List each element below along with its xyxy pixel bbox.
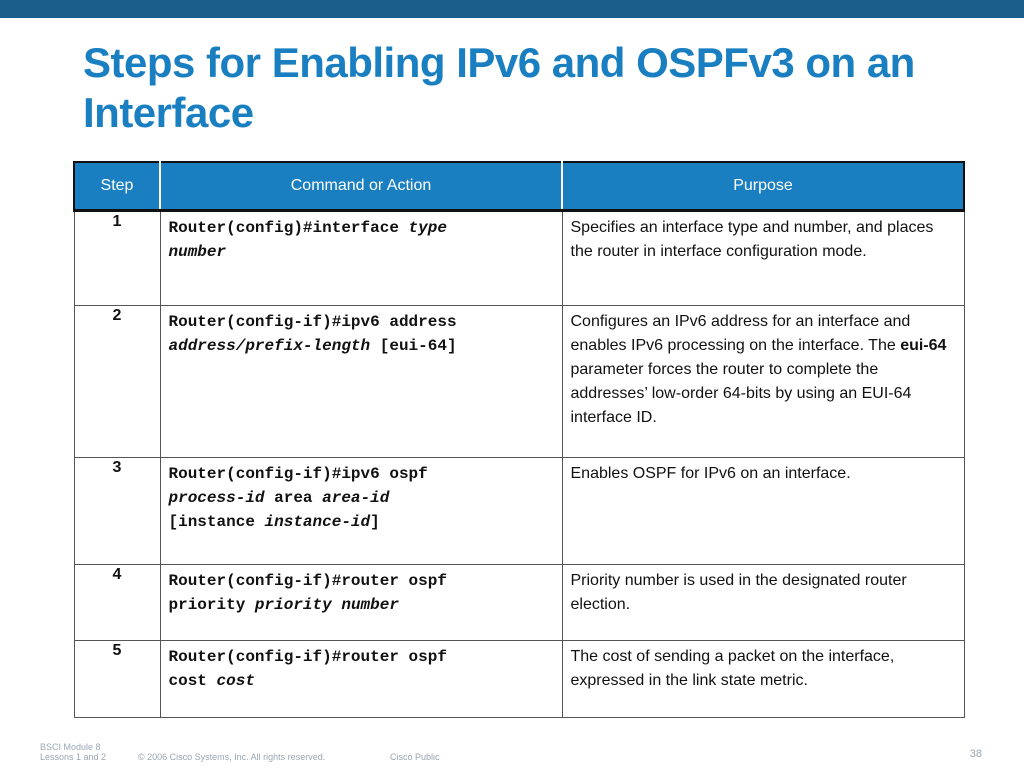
command-parameter: cost	[216, 672, 255, 690]
purpose-text: Enables OSPF for IPv6 on an interface.	[570, 465, 851, 482]
command-parameter: address/prefix-length	[168, 337, 371, 355]
table-row: 4 Router(config-if)#router ospf priority p…	[73, 564, 965, 641]
step-number: 2	[73, 305, 161, 458]
step-number: 3	[73, 457, 161, 565]
step-number: 4	[73, 564, 161, 641]
command-text: area	[264, 489, 323, 507]
purpose-text: parameter forces the router to complete …	[570, 361, 912, 426]
command-text: Router(config-if)#router ospf	[168, 648, 447, 666]
command-text: Router(config-if)#ipv6 address	[168, 313, 457, 331]
footer-module-line1: BSCI Module 8	[40, 742, 101, 752]
command-cell: Router(config-if)#router ospf cost cost	[159, 640, 563, 718]
table-row: 1 Router(config)#interface type number Spec…	[73, 210, 965, 306]
command-text: Router(config-if)#ipv6 ospf	[168, 465, 428, 483]
purpose-text: The cost of sending a packet on the inte…	[570, 648, 895, 689]
command-text: priority	[168, 596, 255, 614]
command-text: [instance	[168, 513, 265, 531]
command-parameter: area-id	[322, 489, 390, 507]
command-parameter: process-id	[168, 489, 265, 507]
command-cell: Router(config-if)#ipv6 ospf process-id ar…	[159, 457, 563, 565]
footer-module: BSCI Module 8 Lessons 1 and 2	[40, 742, 106, 762]
header-step: Step	[73, 161, 161, 212]
table-row: 3 Router(config-if)#ipv6 ospf process-id a…	[73, 457, 965, 565]
command-parameter: number	[168, 243, 227, 261]
purpose-text: Configures an IPv6 address for an interf…	[570, 313, 911, 354]
purpose-text: Priority number is used in the designate…	[570, 572, 907, 613]
purpose-keyword: eui-64	[900, 337, 947, 354]
footer-module-line2: Lessons 1 and 2	[40, 752, 107, 762]
purpose-cell: Priority number is used in the designate…	[561, 564, 965, 641]
command-parameter: priority number	[254, 596, 399, 614]
command-parameter: instance-id	[264, 513, 371, 531]
command-cell: Router(config)#interface type number	[159, 210, 563, 306]
header-command: Command or Action	[159, 161, 563, 212]
command-cell: Router(config-if)#router ospf priority pr…	[159, 564, 563, 641]
footer-copyright: © 2006 Cisco Systems, Inc. All rights re…	[138, 752, 326, 762]
command-text: cost	[168, 672, 217, 690]
page-number: 38	[969, 748, 982, 760]
footer-classification: Cisco Public	[390, 752, 440, 762]
top-banner	[0, 0, 1024, 18]
command-text: ]	[370, 513, 380, 531]
table-header: Step Command or Action Purpose	[73, 161, 965, 212]
purpose-cell: Enables OSPF for IPv6 on an interface.	[561, 457, 965, 565]
command-text: [eui-64]	[370, 337, 457, 355]
purpose-cell: The cost of sending a packet on the inte…	[561, 640, 965, 718]
purpose-cell: Specifies an interface type and number, …	[561, 210, 965, 306]
command-text: Router(config-if)#router ospf	[168, 572, 447, 590]
purpose-text: Specifies an interface type and number, …	[570, 219, 934, 260]
header-purpose: Purpose	[561, 161, 965, 212]
slide-title: Steps for Enabling IPv6 and OSPFv3 on an…	[83, 39, 915, 136]
step-number: 5	[73, 640, 161, 718]
command-text: Router(config)#interface	[168, 219, 409, 237]
command-parameter: type	[408, 219, 447, 237]
step-number: 1	[73, 210, 161, 306]
table-row: 5 Router(config-if)#router ospf cost cost T…	[73, 640, 965, 718]
purpose-cell: Configures an IPv6 address for an interf…	[561, 305, 965, 458]
command-cell: Router(config-if)#ipv6 address address/pr…	[159, 305, 563, 458]
table-body: 1 Router(config)#interface type number Spec…	[73, 210, 965, 718]
table-row: 2 Router(config-if)#ipv6 address address/p…	[73, 305, 965, 458]
